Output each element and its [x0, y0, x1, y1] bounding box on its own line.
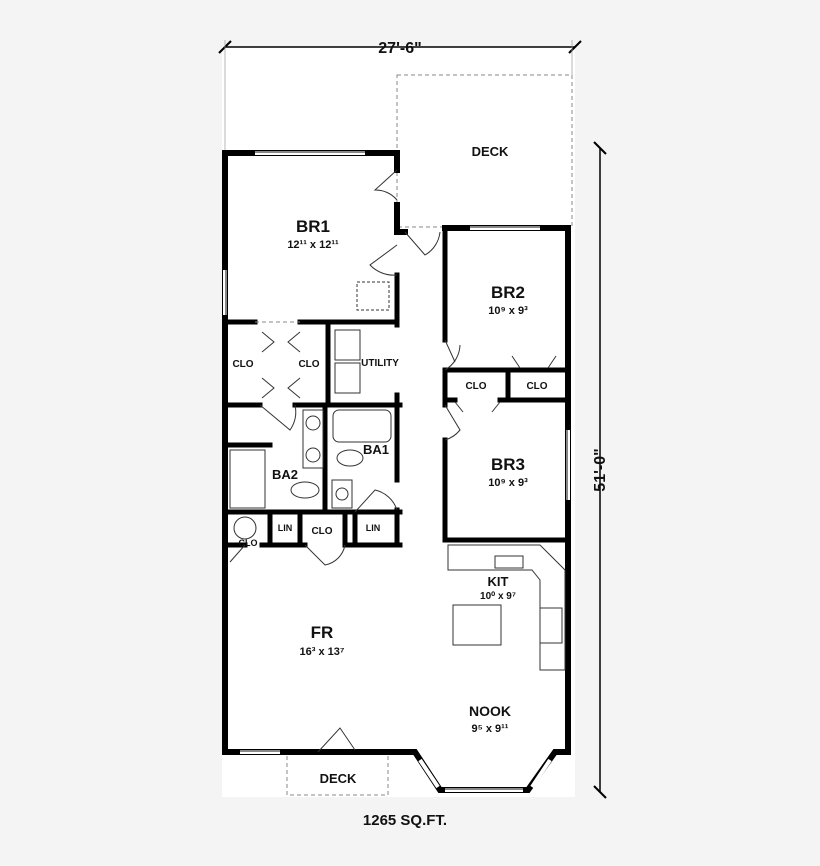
ba-vanity	[302, 409, 324, 469]
clo-label: CLO	[311, 526, 332, 537]
ba1-label: BA1	[363, 442, 389, 457]
windows	[223, 151, 570, 792]
kitchen-counter	[447, 544, 566, 671]
depth-dimension	[593, 141, 607, 799]
fixtures	[229, 281, 566, 671]
nook-size: 9⁵ x 9¹¹	[472, 723, 509, 735]
lin-label: LIN	[278, 523, 293, 533]
range	[494, 555, 524, 569]
washer	[334, 329, 361, 361]
kit-size: 10⁰ x 9⁷	[480, 591, 516, 602]
depth-dimension-label: 51'-0"	[592, 448, 609, 491]
width-dimension	[218, 40, 582, 150]
interior-walls	[222, 225, 571, 548]
kitchen-sink	[539, 607, 563, 644]
utility-label: UTILITY	[361, 358, 399, 369]
clo-label: CLO	[526, 381, 547, 392]
shower	[229, 449, 266, 509]
lin-label: LIN	[366, 523, 381, 533]
clo-label: CLO	[239, 538, 258, 548]
bathtub	[332, 409, 392, 443]
clo-label: CLO	[232, 359, 253, 370]
water-heater	[233, 516, 257, 540]
kit-label: KIT	[488, 574, 509, 589]
ba2-label: BA2	[272, 467, 298, 482]
attic-access	[356, 281, 390, 311]
clo-label: CLO	[465, 381, 486, 392]
br2-label: BR2	[491, 283, 525, 302]
fr-size: 16³ x 13⁷	[300, 646, 345, 658]
br2-size: 10⁹ x 9³	[488, 305, 528, 317]
fr-label: FR	[311, 623, 334, 642]
deck-bottom-label: DECK	[320, 771, 357, 786]
deck-top-label: DECK	[472, 144, 509, 159]
total-area: 1265 SQ.FT.	[363, 812, 447, 829]
nook-label: NOOK	[469, 703, 511, 719]
clo-label: CLO	[298, 359, 319, 370]
br3-label: BR3	[491, 455, 525, 474]
br1-size: 12¹¹ x 12¹¹	[287, 239, 339, 251]
width-dimension-label: 27'-6"	[378, 40, 421, 57]
br3-size: 10⁹ x 9³	[488, 477, 528, 489]
br1-label: BR1	[296, 217, 330, 236]
dryer	[334, 362, 361, 394]
kitchen-island	[452, 604, 502, 646]
room-labels: DECK BR1 12¹¹ x 12¹¹ BR2 10⁹ x 9³ CLO CL…	[232, 144, 547, 786]
doors[interactable]	[229, 169, 557, 753]
